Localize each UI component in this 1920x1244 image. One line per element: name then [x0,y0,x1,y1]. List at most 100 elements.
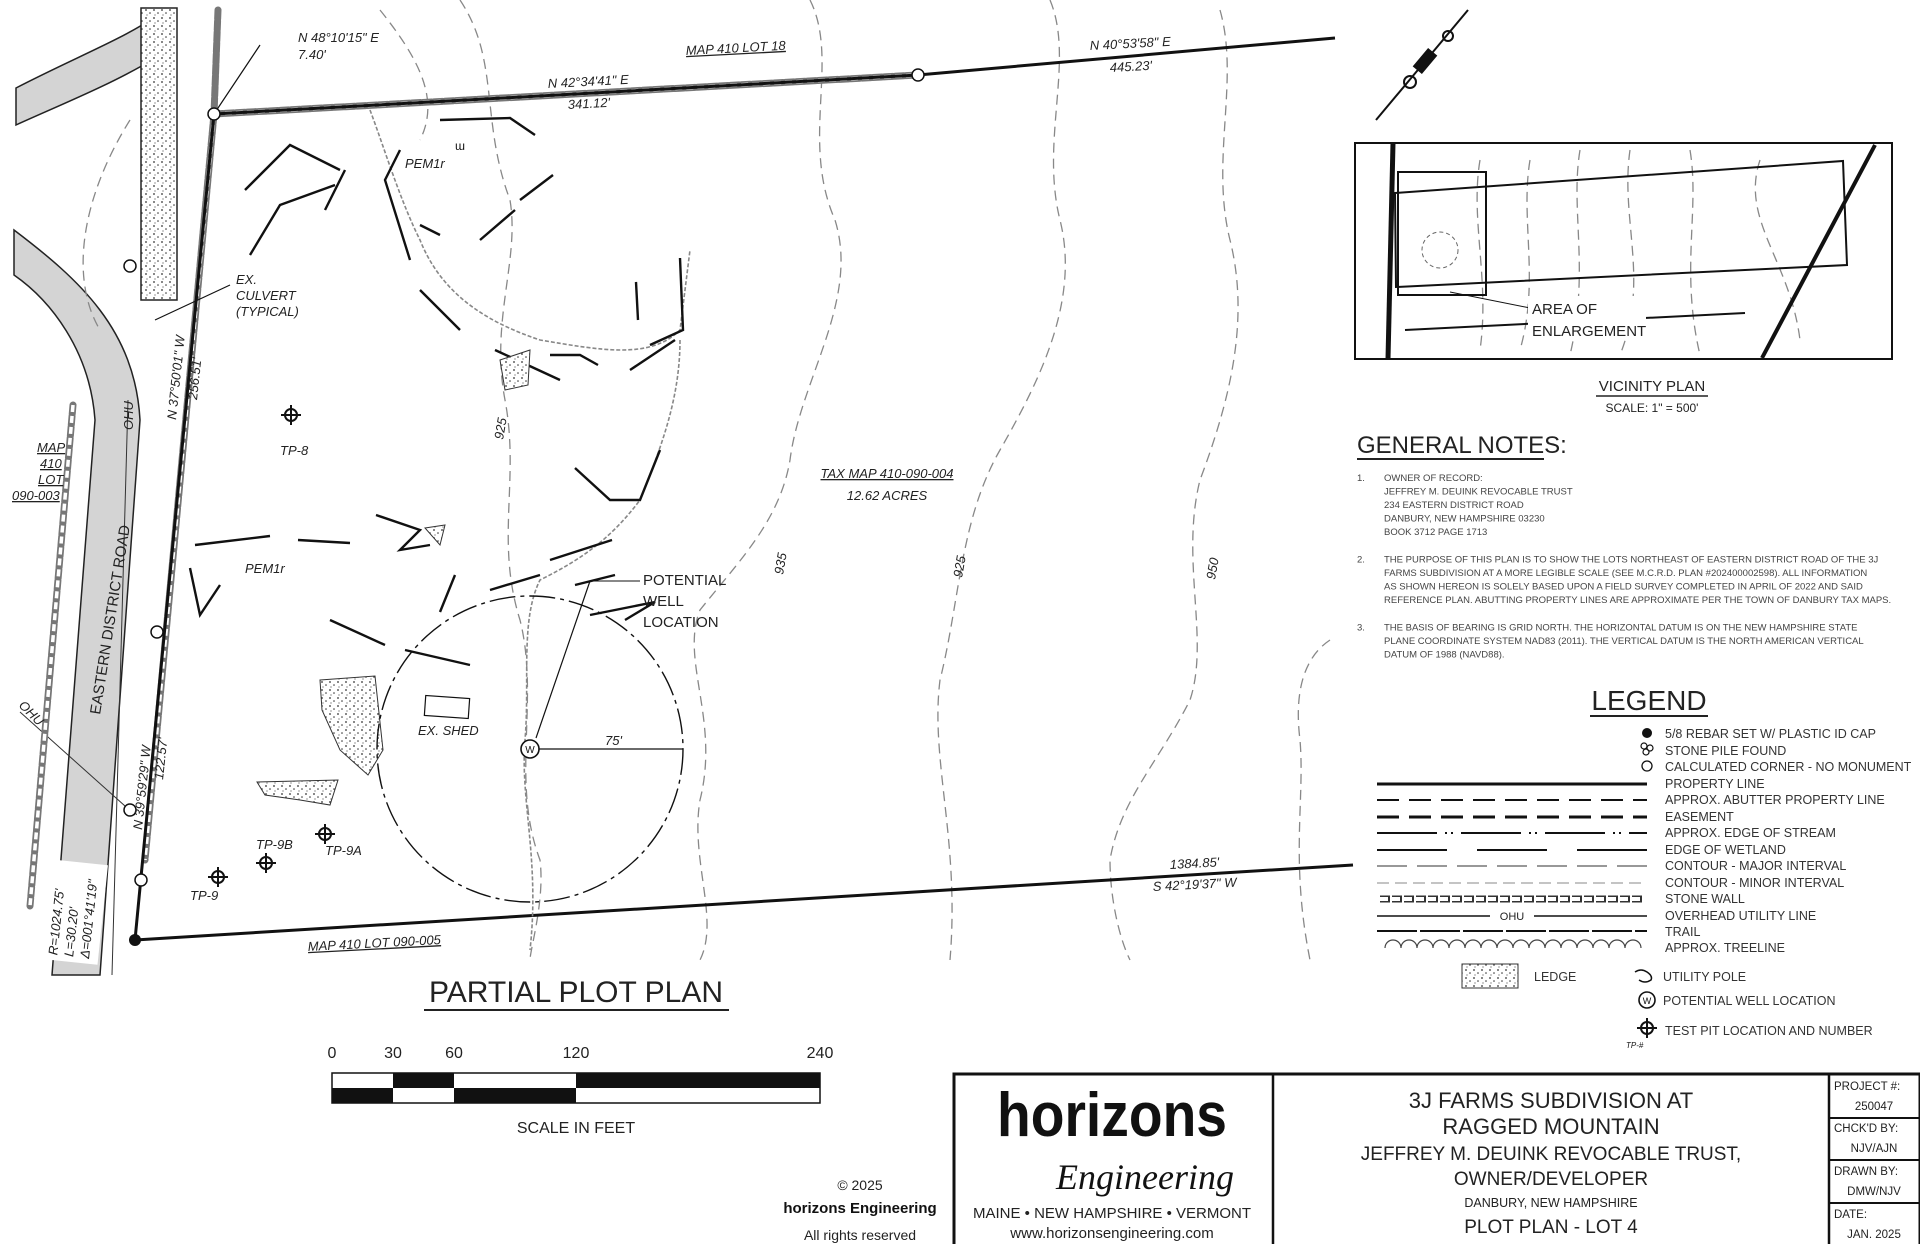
project-title-1: 3J FARMS SUBDIVISION AT [1409,1088,1693,1113]
ledge-area [319,675,384,776]
note-line: THE BASIS OF BEARING IS GRID NORTH. THE … [1384,623,1857,634]
vicinity-title: VICINITY PLAN [1599,378,1705,395]
general-notes: GENERAL NOTES: 1.OWNER OF RECORD:JEFFREY… [1357,432,1891,661]
legend-item: STONE PILE FOUND [1665,744,1786,758]
well-icon-letter: W [1643,996,1652,1006]
ledge-icon [1461,963,1519,989]
south-line-bearing: S 42°19'37" W [1152,875,1238,894]
note-line: FARMS SUBDIVISION AT A MORE LEGIBLE SCAL… [1384,568,1867,579]
contours [82,0,1331,961]
property-lines [26,6,1354,946]
drawn-by-label: DRAWN BY: [1834,1166,1898,1178]
checked-by-label: CHCK'D BY: [1834,1123,1898,1135]
tie-bearing: N 48°10'15" E [298,30,379,45]
utility-pole-icon [1634,969,1653,983]
site-features: W [208,349,684,903]
contour-label: 925 [491,416,510,441]
company-logo: horizons [997,1081,1227,1150]
sheet-title: PLOT PLAN - LOT 4 [1464,1217,1638,1238]
copyright-rights: All rights reserved [804,1227,916,1243]
well-callout: LOCATION [643,614,719,631]
vicinity-callout: AREA OF [1532,301,1597,318]
abutter-west: MAP [37,440,66,455]
legend-item: APPROX. EDGE OF STREAM [1665,826,1836,840]
scale-caption: SCALE IN FEET [517,1120,635,1137]
legend-ledge: LEDGE [1534,970,1576,984]
tie-distance: 7.40' [298,47,326,62]
plan-labels: N 48°10'15" E 7.40' MAP 410 LOT 18 N 42°… [12,30,1239,965]
south-property-line [134,863,1354,942]
legend-item: CONTOUR - MINOR INTERVAL [1665,876,1844,890]
wetland-label: PEM1r [405,156,445,171]
abutter-north: MAP 410 LOT 18 [685,38,786,58]
note-line: AS SHOWN HEREON IS SOLELY BASED UPON A F… [1384,582,1863,593]
legend-well: POTENTIAL WELL LOCATION [1663,994,1836,1008]
note-line: OWNER OF RECORD: [1384,473,1483,484]
culvert-label: EX. [236,272,257,287]
well-callout: POTENTIAL [643,572,726,589]
company-website: www.horizonsengineering.com [1009,1225,1213,1242]
contour-label: 935 [771,551,790,576]
note-line: BOOK 3712 PAGE 1713 [1384,527,1487,538]
calculated-corner-icon [1641,760,1653,772]
shed-label: EX. SHED [418,723,479,738]
general-notes-heading: GENERAL NOTES: [1357,432,1567,459]
utility-pole-icon [123,803,137,817]
legend-item: PROPERTY LINE [1665,777,1765,791]
scale-tick: 30 [384,1045,402,1062]
vicinity-callout: ENLARGEMENT [1532,323,1646,340]
treeline [369,109,691,951]
existing-shed [423,694,471,720]
note-line: THE PURPOSE OF THIS PLAN IS TO SHOW THE … [1384,555,1879,566]
note-line: DATUM OF 1988 (NAVD88). [1384,650,1505,661]
well-callout: WELL [643,593,684,610]
west-line-2-distance: 122.57' [151,736,170,780]
legend-item: CONTOUR - MAJOR INTERVAL [1665,859,1846,873]
calculated-corner-icon [134,873,148,887]
eastern-district-road [13,7,178,976]
legend-item: TRAIL [1665,925,1700,939]
title-block: horizons Engineering MAINE • NEW HAMPSHI… [952,1072,1920,1244]
legend-item: OVERHEAD UTILITY LINE [1665,909,1816,923]
south-line-distance: 1384.85' [1169,854,1220,872]
treeline-symbol [1384,939,1642,949]
culvert-label: (TYPICAL) [236,304,299,319]
calculated-corner-icon [207,107,221,121]
curve-data: R=1024.75' L=30.20' Δ=001°41'19" [39,859,108,965]
ohu-symbol-text: OHU [1500,911,1525,923]
west-property-line [133,113,216,941]
scale-tick: 60 [445,1045,463,1062]
ledge-strip [140,7,178,301]
abutter-west: LOT [38,472,64,487]
notes-list: 1.OWNER OF RECORD:JEFFREY M. DEUINK REVO… [1357,473,1891,661]
note-number: 2. [1357,555,1365,566]
legend: LEGEND OHU 5/8 REBAR SET W/ PLASTIC ID C… [1377,685,1912,1050]
well-icon [520,739,540,759]
copyright-logo: horizons Engineering [783,1200,936,1217]
project-number: 250047 [1855,1101,1893,1113]
north-line-1-distance: 341.12' [567,95,610,112]
legend-item: APPROX. ABUTTER PROPERTY LINE [1665,793,1885,807]
scale-bar: 0 30 60 120 240 SCALE IN FEET [328,1045,834,1137]
note-line: DANBURY, NEW HAMPSHIRE 03230 [1384,514,1545,525]
project-location: DANBURY, NEW HAMPSHIRE [1464,1196,1637,1210]
vicinity-plan: AREA OF ENLARGEMENT VICINITY PLAN SCALE:… [1354,142,1893,415]
date: JAN. 2025 [1847,1229,1901,1241]
contour-label: 950 [1203,556,1222,581]
note-line: REFERENCE PLAN. ABUTTING PROPERTY LINES … [1384,595,1891,606]
stone-pile-icon [1640,742,1654,756]
ledge-area [256,779,339,806]
company-states: MAINE • NEW HAMPSHIRE • VERMONT [973,1205,1251,1222]
test-pit-label: TP-8 [280,443,309,458]
north-line-1-bearing: N 42°34'41" E [547,72,629,91]
north-arrow-icon [1375,9,1469,121]
test-pit-icon [1637,1018,1657,1038]
project-number-label: PROJECT #: [1834,1081,1900,1093]
culvert-label: CULVERT [236,288,297,303]
abutter-west: 410 [40,456,62,471]
test-pit-label: TP-9B [256,837,293,852]
plan-title-block: PARTIAL PLOT PLAN [424,976,729,1011]
legend-title: LEGEND [1591,685,1706,716]
